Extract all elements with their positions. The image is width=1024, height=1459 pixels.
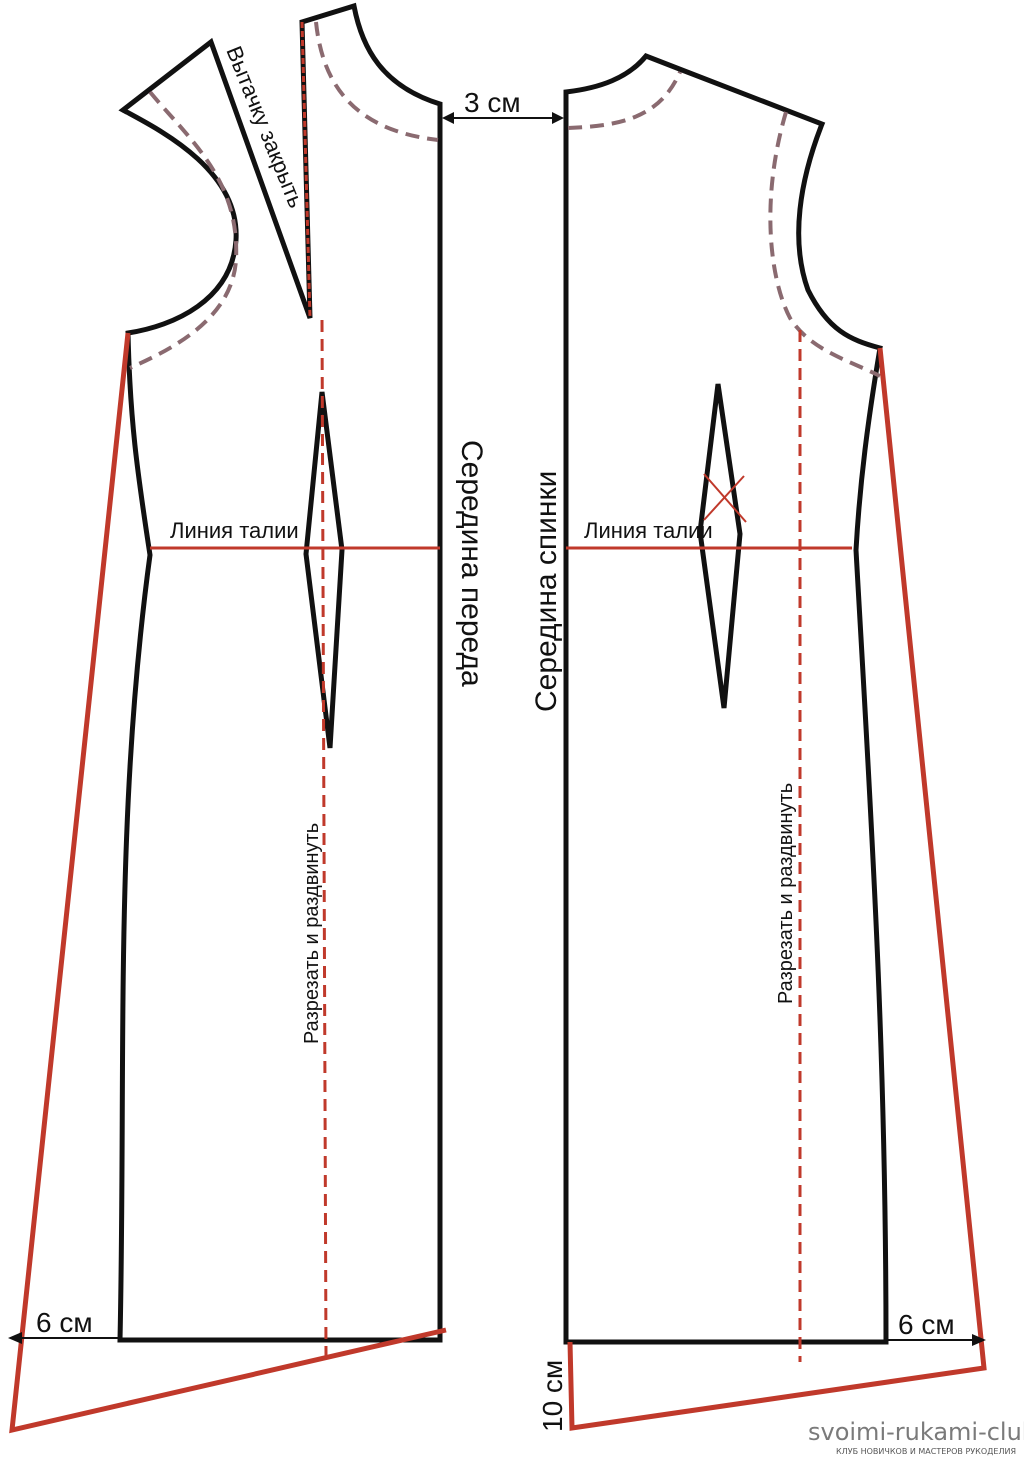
label-cut-spread-front: Разрезать и раздвинуть bbox=[301, 823, 323, 1044]
front-side-flare bbox=[9, 332, 447, 1434]
front-piece bbox=[8, 2, 447, 1434]
label-back-center: Середина спинки bbox=[530, 471, 563, 712]
front-neck-facing bbox=[314, 21, 439, 142]
front-cut-line bbox=[320, 319, 328, 1357]
label-cut-spread-back: Разрезать и раздвинуть bbox=[775, 783, 797, 1004]
back-waist-dart bbox=[697, 383, 743, 709]
watermark-tagline: КЛУБ НОВИЧКОВ И МАСТЕРОВ РУКОДЕЛИЯ bbox=[836, 1447, 1016, 1456]
label-hem-10cm: 10 см bbox=[537, 1360, 568, 1432]
back-side-flare bbox=[567, 347, 987, 1431]
label-hem-6cm-front: 6 см bbox=[36, 1307, 93, 1338]
label-hem-6cm-back: 6 см bbox=[898, 1309, 955, 1340]
front-outline bbox=[117, 2, 443, 1343]
back-6cm-arrowhead bbox=[972, 1334, 986, 1346]
gap-arrow bbox=[442, 112, 564, 124]
back-neck-facing bbox=[567, 71, 682, 130]
label-waist-front: Линия талии bbox=[170, 518, 299, 543]
front-armhole-facing bbox=[129, 90, 239, 370]
front-6cm-arrowhead bbox=[8, 1332, 22, 1344]
label-front-center: Середина переда bbox=[455, 440, 488, 687]
front-waist-dart bbox=[303, 391, 345, 749]
front-dart-leg-red bbox=[300, 21, 312, 319]
back-outline bbox=[563, 53, 889, 1345]
back-piece bbox=[563, 53, 987, 1431]
label-gap-3cm: 3 см bbox=[464, 87, 521, 118]
label-waist-back: Линия талии bbox=[584, 518, 713, 543]
back-dart-cross-b bbox=[703, 475, 745, 521]
watermark-site: svoimi-rukami-club.ru bbox=[808, 1418, 1024, 1446]
back-armhole-facing bbox=[768, 111, 881, 378]
